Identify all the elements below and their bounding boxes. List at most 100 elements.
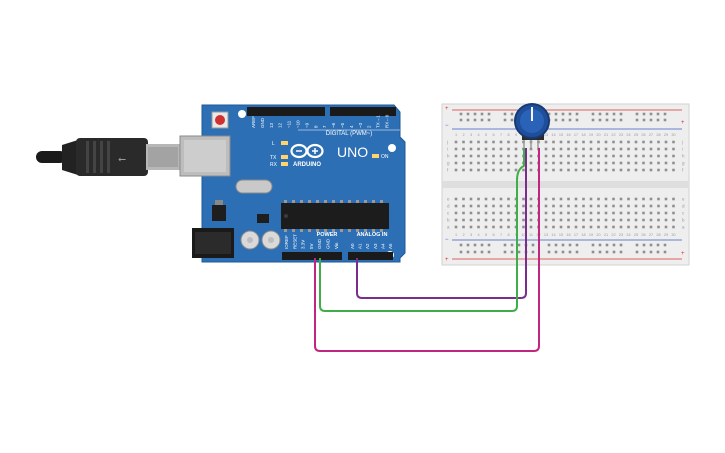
power-header[interactable] — [282, 252, 342, 260]
breadboard-hole — [635, 112, 639, 116]
breadboard-hole — [484, 225, 488, 229]
breadboard-hole — [462, 154, 465, 158]
row-label: d — [682, 204, 685, 209]
breadboard-hole — [473, 118, 477, 122]
breadboard-hole — [517, 250, 521, 254]
breadboard-hole — [634, 154, 638, 158]
breadboard-hole — [649, 161, 653, 165]
breadboard-hole — [529, 161, 533, 165]
breadboard-hole — [591, 112, 595, 116]
breadboard-hole — [664, 225, 668, 229]
column-number: 22 — [611, 233, 615, 237]
analog-header[interactable] — [348, 252, 393, 260]
reset-button[interactable] — [211, 111, 229, 129]
breadboard-hole — [642, 118, 646, 122]
digital-header[interactable] — [247, 107, 396, 116]
breadboard-hole — [477, 147, 480, 151]
led-label-rx: RX — [270, 162, 278, 168]
column-number: 24 — [626, 133, 630, 137]
breadboard-hole — [544, 225, 548, 229]
potentiometer[interactable] — [514, 103, 550, 148]
breadboard-hole — [574, 140, 578, 144]
breadboard-hole — [635, 243, 639, 247]
breadboard-hole — [657, 168, 660, 172]
breadboard-hole — [619, 225, 623, 229]
breadboard-hole — [529, 154, 533, 158]
breadboard-hole — [567, 147, 570, 151]
breadboard-hole — [574, 161, 578, 165]
breadboard-hole — [597, 204, 600, 208]
column-number: 25 — [634, 233, 638, 237]
column-number: 23 — [619, 233, 623, 237]
breadboard-hole — [462, 147, 465, 151]
breadboard-hole — [517, 243, 521, 247]
breadboard-hole — [454, 204, 458, 208]
breadboard-hole — [575, 250, 579, 254]
column-number: 22 — [611, 133, 615, 137]
analog-pin-label: A3 — [373, 243, 378, 249]
breadboard-center-channel — [442, 181, 689, 188]
breadboard-hole — [552, 204, 555, 208]
wire-magenta-5v[interactable] — [314, 148, 540, 352]
breadboard-hole — [619, 218, 623, 222]
breadboard-hole — [484, 154, 488, 158]
breadboard-hole — [649, 250, 653, 254]
digital-pin-label: 2 — [367, 125, 372, 128]
breadboard-hole — [591, 250, 595, 254]
breadboard-hole — [634, 161, 638, 165]
breadboard-hole — [559, 147, 563, 151]
breadboard-hole — [507, 225, 510, 229]
breadboard-hole — [598, 118, 602, 122]
column-number: 9 — [515, 133, 517, 137]
breadboard-hole — [597, 168, 600, 172]
breadboard-hole — [664, 147, 668, 151]
column-number: 20 — [596, 233, 600, 237]
breadboard-hole — [567, 161, 570, 165]
breadboard-hole — [657, 197, 660, 201]
breadboard-hole — [514, 140, 518, 144]
breadboard-hole — [567, 197, 570, 201]
breadboard-hole — [469, 218, 473, 222]
breadboard-hole — [462, 168, 465, 172]
breadboard-hole — [642, 168, 645, 172]
power-jack[interactable] — [192, 228, 234, 258]
column-number: 8 — [507, 133, 509, 137]
power-pin-label: 5V — [309, 243, 314, 249]
breadboard-hole — [574, 218, 578, 222]
breadboard-hole — [484, 218, 488, 222]
column-number: 15 — [559, 133, 563, 137]
column-number: 28 — [656, 233, 660, 237]
breadboard-hole — [612, 204, 615, 208]
wire-green-gnd[interactable] — [319, 148, 525, 312]
row-label: b — [447, 218, 450, 223]
breadboard-hole — [649, 211, 653, 215]
breadboard-hole — [634, 211, 638, 215]
breadboard-hole — [663, 250, 667, 254]
breadboard-hole — [466, 243, 470, 247]
breadboard-hole — [612, 154, 615, 158]
breadboard-hole — [619, 118, 623, 122]
breadboard-hole — [619, 211, 623, 215]
analog-pin-label: A0 — [350, 243, 355, 249]
wire-analog-a0[interactable] — [356, 148, 527, 299]
digital-pin-label: TX→1 — [376, 115, 381, 128]
breadboard-hole — [582, 168, 585, 172]
power-pin-label: RESET — [292, 234, 297, 249]
breadboard-hole — [507, 140, 510, 144]
column-number: 30 — [671, 233, 675, 237]
breadboard-hole — [547, 250, 551, 254]
digital-pin-label: ~10 — [296, 120, 301, 128]
breadboard-hole — [552, 147, 555, 151]
breadboard-hole — [552, 154, 555, 158]
column-number: 4 — [477, 133, 479, 137]
breadboard-hole — [589, 218, 593, 222]
breadboard-hole — [582, 161, 585, 165]
rail-plus-label-top-right: + — [681, 120, 685, 126]
analog-pin-label: A4 — [380, 243, 385, 249]
row-label: f — [682, 168, 684, 173]
usb-cable[interactable]: ⭠ — [36, 138, 180, 176]
breadboard-hole — [649, 112, 653, 116]
